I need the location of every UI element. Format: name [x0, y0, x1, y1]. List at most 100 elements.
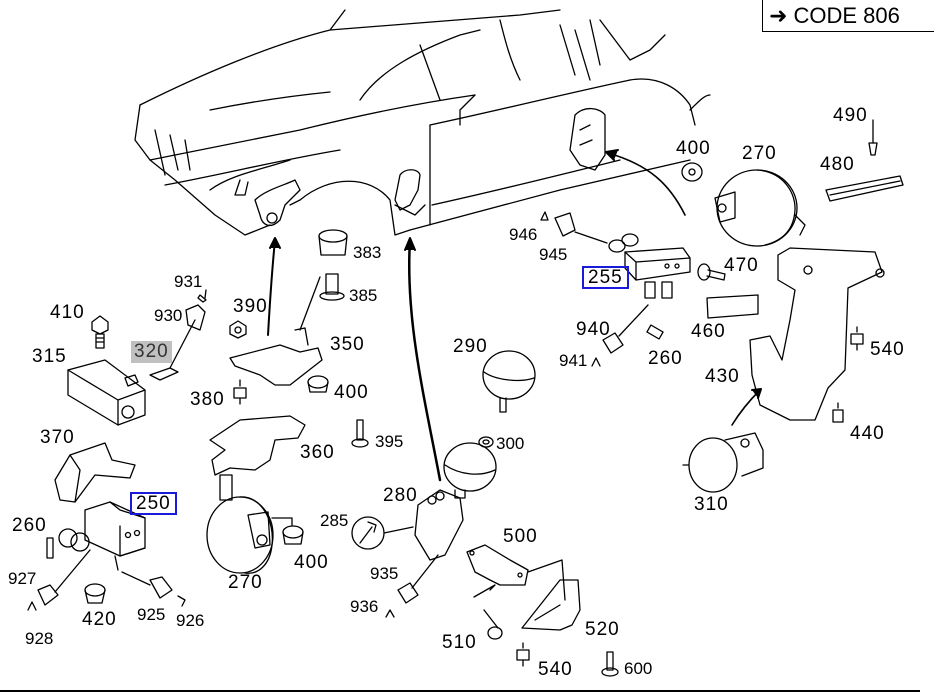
- part-label-383[interactable]: 383: [353, 243, 382, 262]
- part-385-sleeve: [299, 273, 345, 331]
- part-280-valve: [414, 489, 464, 561]
- part-label-945[interactable]: 945: [539, 245, 568, 264]
- part-400-nut-a: [307, 375, 329, 393]
- part-label-946[interactable]: 946: [509, 225, 538, 244]
- part-label-395[interactable]: 395: [375, 432, 404, 451]
- part-480-rail: [825, 175, 904, 202]
- part-label-370[interactable]: 370: [40, 427, 75, 448]
- part-label-930[interactable]: 930: [154, 306, 183, 325]
- part-490-screw: [868, 119, 878, 156]
- part-label-430[interactable]: 430: [705, 366, 740, 387]
- part-label-400-a[interactable]: 400: [334, 382, 369, 403]
- part-label-280[interactable]: 280: [383, 485, 418, 506]
- part-label-300[interactable]: 300: [496, 434, 525, 453]
- part-383-bushing: [318, 229, 348, 256]
- part-label-270-b[interactable]: 270: [742, 143, 777, 164]
- part-420-cap: [84, 583, 106, 604]
- part-label-400-c[interactable]: 400: [676, 138, 711, 159]
- part-label-600[interactable]: 600: [624, 659, 653, 678]
- part-400-nut-c: [681, 162, 703, 182]
- bottom-divider: [0, 690, 920, 692]
- part-430-bracket: [749, 247, 885, 421]
- part-470-bolt: [697, 263, 726, 281]
- part-510-bolt: [473, 584, 503, 640]
- part-540-mount-b: [850, 326, 864, 351]
- part-320-sensor: [149, 319, 196, 381]
- part-label-260-a[interactable]: 260: [12, 515, 47, 536]
- part-label-926[interactable]: 926: [176, 611, 205, 630]
- part-label-520[interactable]: 520: [585, 619, 620, 640]
- part-label-250-selected[interactable]: 250: [130, 492, 177, 515]
- part-label-470[interactable]: 470: [724, 255, 759, 276]
- part-315-module: [67, 359, 146, 426]
- part-label-480[interactable]: 480: [820, 154, 855, 175]
- part-600-bolt: [601, 651, 619, 677]
- part-label-260-b[interactable]: 260: [648, 348, 683, 369]
- part-label-510[interactable]: 510: [442, 632, 477, 653]
- part-927-connector: [27, 549, 91, 611]
- part-label-310[interactable]: 310: [694, 494, 729, 515]
- part-label-931[interactable]: 931: [174, 272, 203, 291]
- part-935-connector: [385, 554, 439, 618]
- part-label-385[interactable]: 385: [349, 286, 378, 305]
- part-285-wrench-symbol: [351, 516, 414, 550]
- part-260-clip-a: [46, 537, 54, 559]
- part-label-928[interactable]: 928: [25, 629, 54, 648]
- part-label-927[interactable]: 927: [8, 569, 37, 588]
- right-arrow-icon: ➜: [769, 2, 788, 28]
- part-label-490[interactable]: 490: [833, 105, 868, 126]
- part-250-valve-block: [58, 501, 146, 571]
- part-label-290[interactable]: 290: [453, 336, 488, 357]
- code-label: CODE 806: [793, 2, 900, 28]
- part-260-clip-b: [646, 324, 664, 340]
- part-label-540-a[interactable]: 540: [538, 659, 573, 680]
- part-label-460[interactable]: 460: [691, 321, 726, 342]
- part-395-bolt: [351, 419, 369, 448]
- part-500-bracket: [466, 544, 566, 601]
- part-390-nut: [229, 320, 247, 339]
- car-body-outline: [134, 9, 711, 236]
- part-label-400-b[interactable]: 400: [294, 552, 329, 573]
- part-930-connector: [185, 289, 207, 331]
- part-460-plate: [706, 294, 759, 319]
- part-label-390[interactable]: 390: [233, 296, 268, 317]
- part-label-410[interactable]: 410: [50, 302, 85, 323]
- part-label-255-selected[interactable]: 255: [582, 266, 629, 289]
- part-label-360[interactable]: 360: [300, 442, 335, 463]
- part-540-mount-a: [516, 642, 530, 667]
- part-label-320-highlighted[interactable]: 320: [131, 341, 172, 363]
- part-940-connector: [591, 304, 649, 367]
- part-280-sphere: [443, 442, 497, 499]
- part-label-940[interactable]: 940: [576, 319, 611, 340]
- part-270-accumulator-b: [714, 169, 806, 247]
- part-255-valve-block: [608, 233, 691, 299]
- part-label-941[interactable]: 941: [559, 351, 588, 370]
- part-label-540-b[interactable]: 540: [870, 339, 905, 360]
- part-label-380[interactable]: 380: [190, 389, 225, 410]
- part-310-accumulator: [682, 432, 764, 493]
- part-380-mount: [233, 379, 247, 405]
- part-440-mount: [832, 402, 844, 423]
- part-925-connector: [121, 571, 186, 607]
- part-label-936[interactable]: 936: [350, 597, 379, 616]
- part-label-270-a[interactable]: 270: [228, 572, 263, 593]
- part-label-935[interactable]: 935: [370, 564, 399, 583]
- part-label-315[interactable]: 315: [32, 346, 67, 367]
- part-300-seal-ring: [478, 436, 494, 448]
- code-806-badge: ➜ CODE 806: [762, 0, 934, 32]
- part-label-500[interactable]: 500: [503, 526, 538, 547]
- part-290-sphere: [482, 350, 536, 413]
- part-label-350[interactable]: 350: [330, 334, 365, 355]
- part-520-plate: [521, 579, 581, 631]
- part-370-cover: [54, 442, 136, 503]
- part-400-nut-b: [271, 517, 304, 545]
- pointer-arrows: [267, 149, 762, 482]
- part-label-420[interactable]: 420: [82, 609, 117, 630]
- part-270-accumulator-a: [206, 474, 274, 574]
- part-945-connector: [540, 211, 608, 244]
- part-410-bolt: [91, 315, 109, 349]
- part-label-440[interactable]: 440: [850, 423, 885, 444]
- part-label-285[interactable]: 285: [320, 511, 349, 530]
- part-label-925[interactable]: 925: [137, 605, 166, 624]
